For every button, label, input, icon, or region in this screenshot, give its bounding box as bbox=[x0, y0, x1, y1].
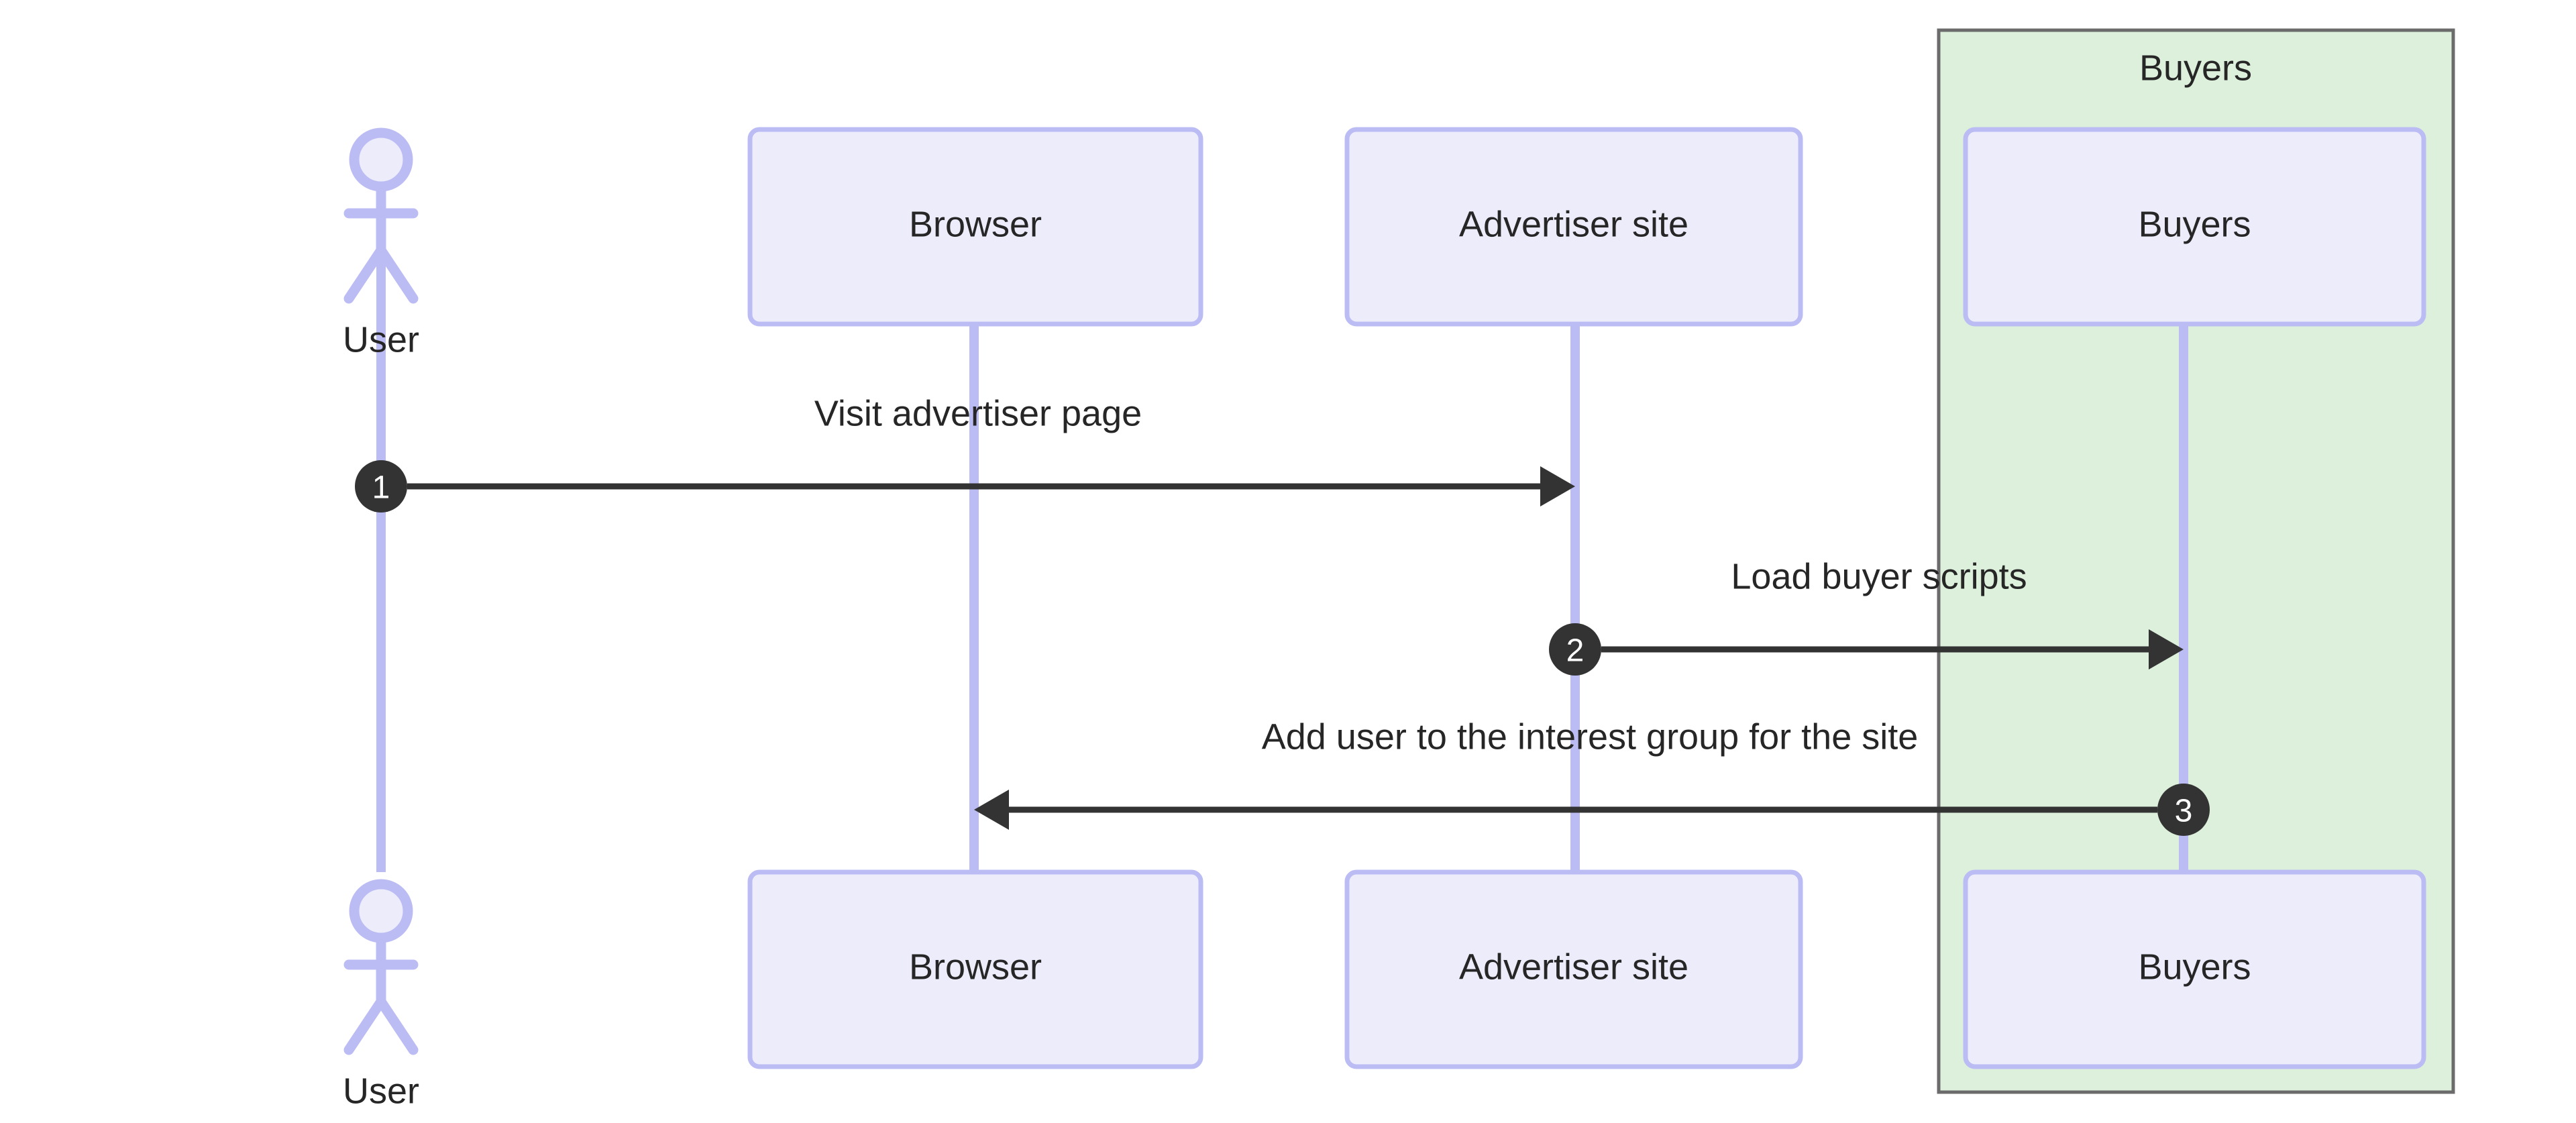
message-label: Visit advertiser page bbox=[814, 393, 1142, 433]
participant-buyers-top[interactable]: Buyers bbox=[1963, 127, 2426, 327]
message-3[interactable]: Add user to the interest group for the s… bbox=[974, 716, 2210, 836]
actor-right-leg-icon bbox=[376, 245, 419, 304]
message-label: Add user to the interest group for the s… bbox=[1262, 716, 1919, 757]
sequence-number: 2 bbox=[1566, 633, 1585, 669]
sequence-number: 1 bbox=[372, 470, 390, 506]
participant-label-buyers: Buyers bbox=[2138, 947, 2251, 987]
message-2[interactable]: Load buyer scripts 2 bbox=[1549, 556, 2184, 676]
message-arrowhead bbox=[2149, 629, 2184, 670]
participant-label-advertiser-site: Advertiser site bbox=[1459, 204, 1688, 244]
actor-head-icon bbox=[349, 127, 413, 192]
participant-box-rect bbox=[1344, 127, 1803, 327]
actor-user-top[interactable]: User bbox=[343, 127, 419, 360]
actor-right-leg-icon bbox=[376, 996, 419, 1055]
participant-box-rect bbox=[747, 127, 1203, 327]
participant-box-rect bbox=[1963, 869, 2426, 1069]
sequence-number: 3 bbox=[2175, 794, 2193, 829]
participant-label-buyers: Buyers bbox=[2138, 204, 2251, 244]
group-box-label: Buyers bbox=[2139, 48, 2252, 88]
message-1[interactable]: Visit advertiser page 1 bbox=[355, 393, 1575, 513]
participant-label-browser: Browser bbox=[909, 204, 1042, 244]
participant-advertiser-site-bottom[interactable]: Advertiser site bbox=[1344, 869, 1803, 1069]
participant-label-advertiser-site: Advertiser site bbox=[1459, 947, 1688, 987]
message-arrowhead bbox=[974, 790, 1009, 830]
message-label: Load buyer scripts bbox=[1731, 556, 2027, 596]
sequence-badge bbox=[1549, 623, 1601, 676]
participant-browser-top[interactable]: Browser bbox=[747, 127, 1203, 327]
participant-box-rect bbox=[1344, 869, 1803, 1069]
actor-label-user: User bbox=[343, 1071, 419, 1111]
messages: Visit advertiser page 1 Load buyer scrip… bbox=[355, 393, 2210, 836]
participant-box-rect bbox=[1963, 127, 2426, 327]
lifelines bbox=[376, 218, 2188, 872]
sequence-badge bbox=[2157, 784, 2210, 836]
participants-bottom: User Browser Advertiser site Buyers bbox=[343, 869, 2426, 1111]
sequence-badge bbox=[355, 460, 407, 513]
actor-head-icon bbox=[349, 879, 413, 943]
participant-label-browser: Browser bbox=[909, 947, 1042, 987]
participants-top: User Browser Advertiser site Buyers bbox=[343, 127, 2426, 360]
actor-left-leg-icon bbox=[343, 245, 386, 304]
actor-left-leg-icon bbox=[343, 996, 386, 1055]
participant-browser-bottom[interactable]: Browser bbox=[747, 869, 1203, 1069]
message-arrowhead bbox=[1540, 466, 1575, 506]
participant-buyers-bottom[interactable]: Buyers bbox=[1963, 869, 2426, 1069]
actor-label-user: User bbox=[343, 319, 419, 360]
participant-box-rect bbox=[747, 869, 1203, 1069]
actor-user-bottom[interactable]: User bbox=[343, 879, 419, 1111]
participant-advertiser-site-top[interactable]: Advertiser site bbox=[1344, 127, 1803, 327]
